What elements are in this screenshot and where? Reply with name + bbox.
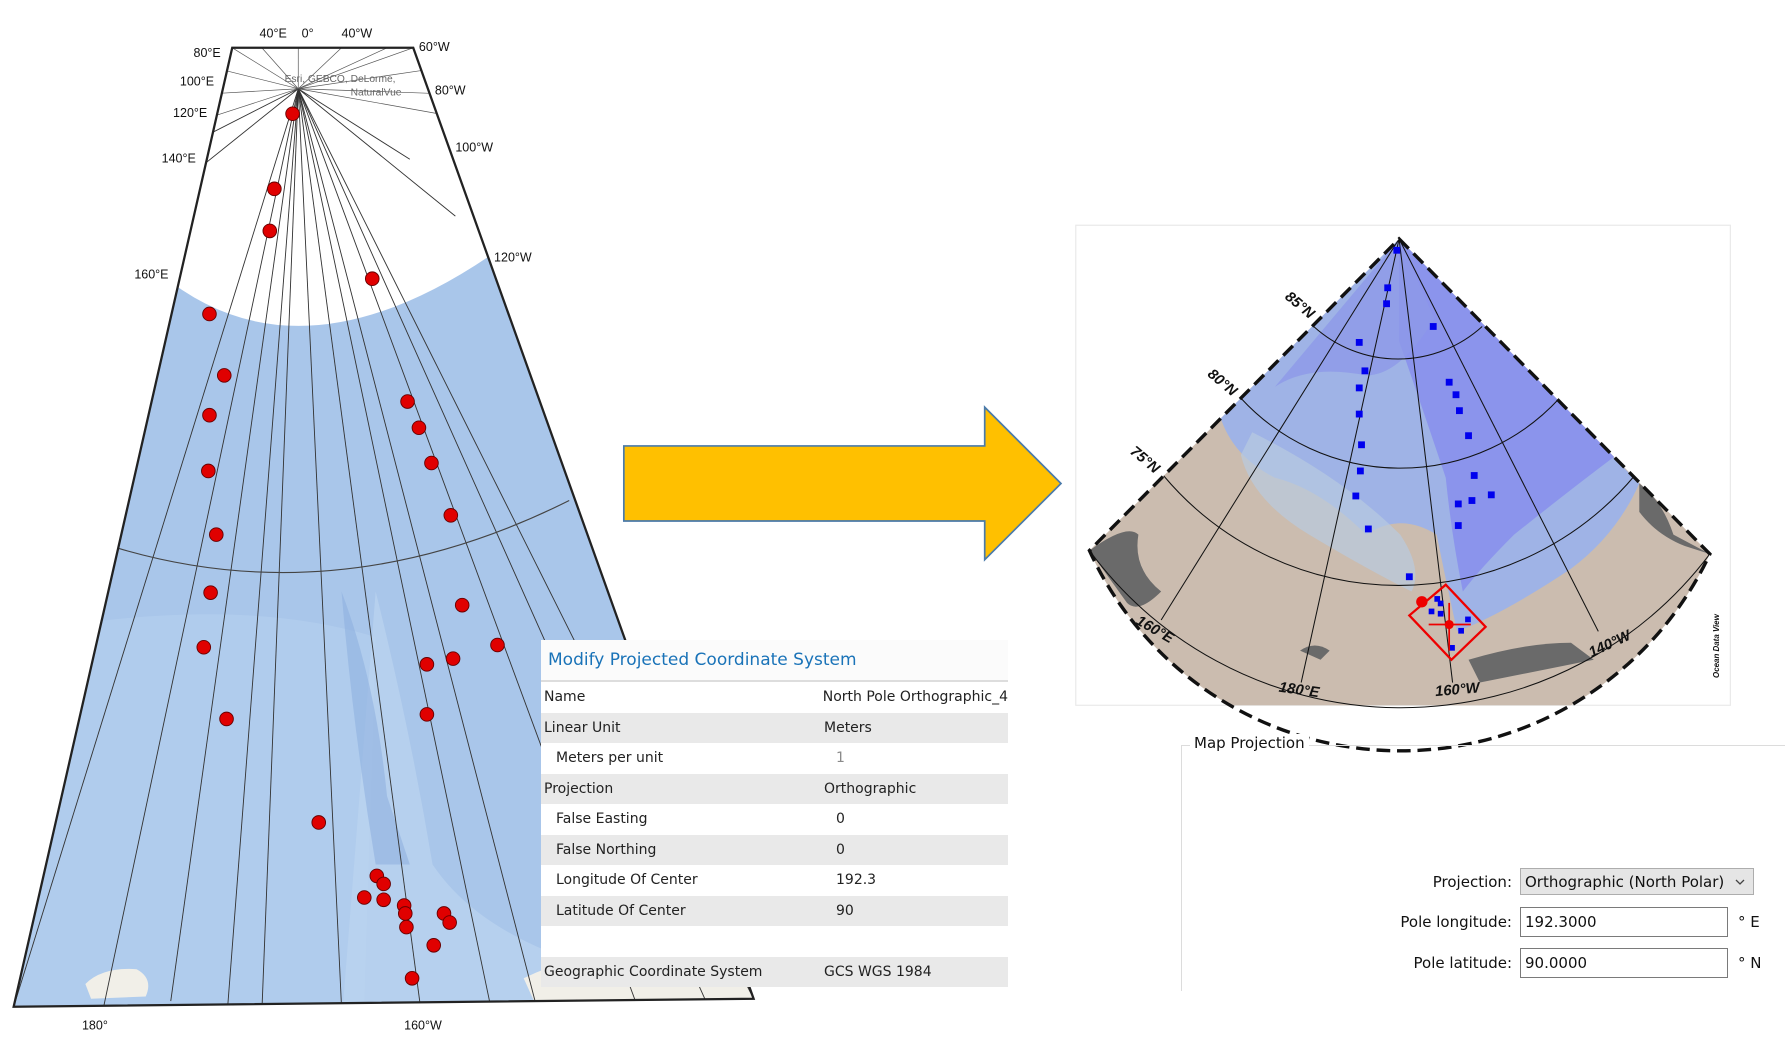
- row-value[interactable]: GCS WGS 1984: [824, 963, 932, 980]
- land-dark: [1089, 531, 1162, 607]
- row-value[interactable]: 90: [836, 902, 854, 919]
- table-row[interactable]: False Northing 0: [541, 834, 1008, 865]
- row-value[interactable]: Meters: [824, 719, 872, 736]
- lon-label: 160°W: [404, 1018, 442, 1032]
- row-value[interactable]: North Pole Orthographic_4: [822, 689, 1008, 705]
- map-frame: [1087, 236, 1712, 753]
- lon-label: 100°W: [455, 140, 493, 154]
- pole-longitude-label: Pole longitude:: [1400, 913, 1512, 931]
- table-row[interactable]: Meters per unit 1: [541, 743, 1008, 774]
- row-key: False Easting: [556, 811, 648, 827]
- table-row-spacer: [541, 926, 1008, 957]
- table-row[interactable]: False Easting 0: [541, 804, 1008, 835]
- row-key: Projection: [544, 780, 614, 797]
- row-value[interactable]: 192.3: [836, 872, 877, 888]
- pole-radials: [213, 47, 439, 117]
- row-value[interactable]: 0: [836, 811, 845, 827]
- pole-latitude-label: Pole latitude:: [1413, 954, 1512, 972]
- row-key: Linear Unit: [544, 719, 621, 736]
- lon-label: 40°W: [342, 27, 373, 41]
- table-row[interactable]: Projection Orthographic: [541, 773, 1008, 804]
- projection-select[interactable]: Orthographic (North Polar): [1520, 868, 1754, 895]
- table-row[interactable]: Longitude Of Center 192.3: [541, 865, 1008, 896]
- row-value[interactable]: 0: [836, 841, 845, 858]
- station-markers: [1352, 246, 1495, 651]
- lon-label: 0°: [302, 27, 314, 41]
- land-patch: [85, 968, 149, 999]
- lon-label: 180°: [82, 1018, 108, 1032]
- row-value: [824, 926, 1008, 957]
- row-key: False Northing: [556, 841, 657, 858]
- selection-box[interactable]: [1407, 583, 1488, 662]
- pole-latitude-unit: ° N: [1738, 954, 1762, 972]
- pole-longitude-input[interactable]: 192.3000: [1520, 907, 1728, 937]
- table-row[interactable]: Name North Pole Orthographic_4: [541, 682, 1008, 713]
- pole-latitude-input[interactable]: 90.0000: [1520, 948, 1728, 978]
- map-projection-group: Map Projection Projection: Orthographic …: [1181, 734, 1785, 991]
- station-markers: [196, 106, 505, 986]
- lon-label: 180°E: [1278, 680, 1321, 702]
- panel-title: Modify Projected Coordinate System: [541, 640, 1008, 682]
- row-value: 1: [836, 750, 845, 766]
- lon-label: 120°E: [173, 106, 207, 120]
- projection-select-value: Orthographic (North Polar): [1525, 872, 1725, 891]
- right-arrow-icon: [622, 405, 1063, 562]
- group-title: Map Projection: [1190, 734, 1309, 752]
- lon-label: 140°E: [162, 152, 196, 166]
- row-key: Meters per unit: [556, 750, 664, 766]
- table-row[interactable]: Linear Unit Meters: [541, 712, 1008, 743]
- lon-label: 40°E: [260, 27, 287, 41]
- lon-label: 80°W: [435, 83, 466, 97]
- chevron-down-icon: [1735, 879, 1745, 885]
- attribution: NaturalVue: [351, 88, 402, 99]
- odv-credit: Ocean Data View: [1712, 613, 1721, 678]
- lon-label: 100°E: [180, 74, 214, 88]
- attribution: Esri, GEBCO, DeLorme,: [285, 74, 396, 85]
- projection-label: Projection:: [1432, 872, 1512, 891]
- row-key: Name: [544, 689, 586, 705]
- lon-label: 60°W: [419, 40, 450, 54]
- table-row[interactable]: Geographic Coordinate System GCS WGS 1984: [541, 956, 1008, 987]
- map-frame: [12, 46, 756, 1008]
- table-row[interactable]: Latitude Of Center 90: [541, 895, 1008, 926]
- lon-label: 120°W: [494, 251, 532, 265]
- row-value[interactable]: Orthographic: [824, 780, 917, 797]
- graticule: [1089, 238, 1710, 709]
- pole-longitude-unit: ° E: [1738, 913, 1760, 931]
- lon-label: 160°W: [1434, 680, 1481, 700]
- graticule-parallel: [118, 500, 570, 574]
- row-key: Longitude Of Center: [556, 872, 698, 888]
- lon-label: 80°E: [194, 46, 221, 60]
- row-key: [541, 926, 824, 957]
- row-key: Geographic Coordinate System: [544, 963, 763, 980]
- lon-label: 160°E: [134, 268, 168, 282]
- row-key: Latitude Of Center: [556, 902, 686, 919]
